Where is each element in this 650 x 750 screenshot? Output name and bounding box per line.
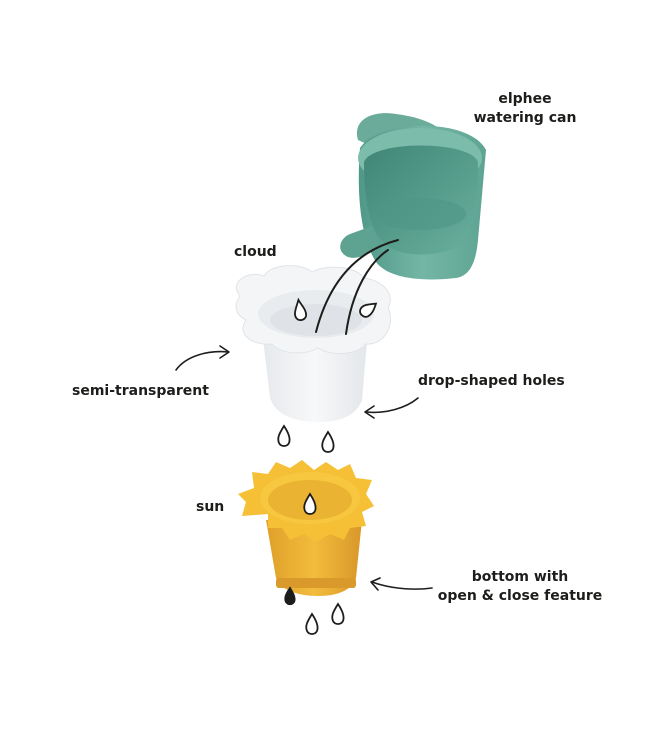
drop-icon	[321, 430, 335, 453]
label-bottom-feature-line2: open & close feature	[437, 588, 603, 604]
arrow-icon	[175, 350, 229, 371]
drop-icon	[305, 612, 319, 635]
label-cloud: cloud	[234, 244, 277, 260]
cloud-cup	[235, 265, 391, 422]
label-bottom-feature-line1: bottom with	[471, 569, 569, 585]
watering-can	[340, 113, 486, 280]
label-semi-transparent: semi-transparent	[72, 383, 209, 399]
sun-cup	[238, 460, 374, 596]
water-streams	[315, 239, 399, 335]
drop-icon	[331, 602, 345, 625]
label-watering-can: elphee watering can	[470, 90, 580, 128]
arrow-icon	[365, 397, 419, 414]
label-drop-holes: drop-shaped holes	[418, 373, 565, 389]
drop-icon	[277, 424, 291, 447]
label-watering-can-line1: elphee	[498, 91, 552, 107]
label-bottom-feature: bottom with open & close feature	[432, 568, 608, 606]
drop-icon	[359, 302, 378, 318]
drop-icon	[284, 586, 296, 606]
water-drops	[277, 297, 378, 635]
drop-icon	[303, 492, 317, 515]
label-sun: sun	[196, 499, 225, 515]
drop-icon	[294, 297, 308, 321]
callout-arrows	[175, 345, 433, 591]
label-watering-can-line2: watering can	[473, 110, 577, 126]
arrow-icon	[371, 581, 433, 590]
